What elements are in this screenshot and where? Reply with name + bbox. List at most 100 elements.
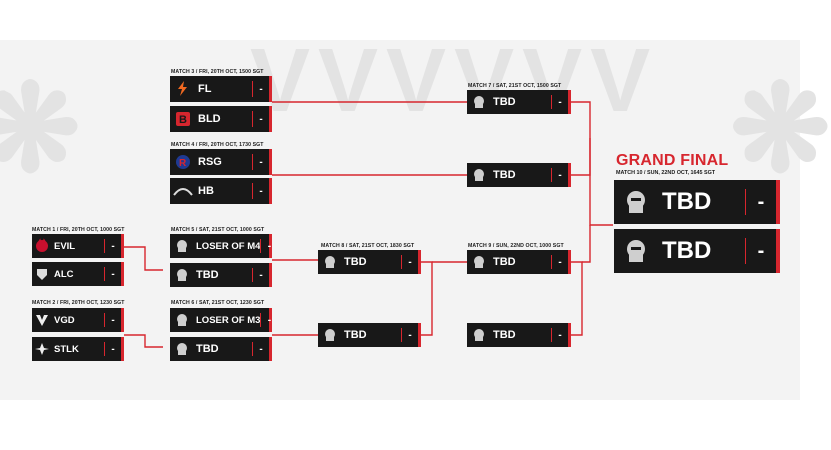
match-1-label: MATCH 1 / FRI, 20TH OCT, 1000 SGT [32,227,125,233]
svg-text:R: R [179,158,187,169]
match-1-team-evil[interactable]: EVIL - [32,234,124,258]
grand-final-title: GRAND FINAL [616,152,729,169]
match-4-label: MATCH 4 / FRI, 20TH OCT, 1730 SGT [171,142,264,148]
team-score: - [259,343,263,355]
match-5-team-tbd[interactable]: TBD - [170,263,272,287]
bld-b-icon: B [170,106,196,132]
match-9-team-tbd-b[interactable]: TBD - [467,323,571,347]
match-4-team-rsg[interactable]: R RSG - [170,149,272,175]
mpl-helmet-icon [467,163,491,187]
alc-shield-icon [32,262,52,286]
team-name: EVIL [54,240,76,252]
match-2-label: MATCH 2 / FRI, 20TH OCT, 1230 SGT [32,300,125,306]
match-2-team-stlk[interactable]: STLK - [32,337,124,361]
match-8-label: MATCH 8 / SAT, 21ST OCT, 1830 SGT [321,243,415,249]
grand-final-label: MATCH 10 / SUN, 22ND OCT, 1645 SGT [616,170,716,176]
bracket-connectors [124,101,613,348]
divider [260,312,262,328]
match-1-team-alc[interactable]: ALC - [32,262,124,286]
divider [252,182,253,200]
mpl-helmet-icon [318,323,342,347]
match-8-team-tbd-a[interactable]: TBD - [318,250,421,274]
team-name: LOSER OF M4 [196,240,261,252]
connector-gf [589,138,613,226]
mpl-helmet-icon [614,180,658,224]
divider [551,254,552,270]
mpl-helmet-icon [170,337,194,361]
svg-text:B: B [179,114,187,126]
match-6-team-tbd[interactable]: TBD - [170,337,272,361]
match-7-label: MATCH 7 / SAT, 21ST OCT, 1500 SGT [468,83,562,89]
divider [401,254,402,270]
team-score: - [267,314,272,326]
match-7-team-tbd-a[interactable]: TBD - [467,90,571,114]
team-score: - [558,96,562,108]
connector-m9-m9b [571,261,583,336]
team-score: - [259,83,263,95]
mpl-helmet-icon [467,250,491,274]
team-name: TBD [196,269,219,281]
mpl-helmet-icon [614,229,658,273]
match-4-team-hb[interactable]: HB - [170,178,272,204]
vgd-v-icon [32,308,52,332]
team-name: TBD [662,237,712,264]
team-name: TBD [344,256,367,268]
match-5-team-loser-m4[interactable]: LOSER OF M4 - [170,234,272,258]
stlk-star-icon [32,337,52,361]
team-name: LOSER OF M3 [196,314,261,326]
mpl-helmet-icon [467,90,491,114]
grand-final-team-a[interactable]: TBD - [614,180,780,224]
team-score: - [111,268,115,280]
team-name: HB [198,185,214,197]
match-3-label: MATCH 3 / FRI, 20TH OCT, 1500 SGT [171,69,264,75]
divider [260,238,262,254]
divider [104,312,105,328]
divider [551,167,552,183]
match-7-team-tbd-b[interactable]: TBD - [467,163,571,187]
mpl-helmet-icon [318,250,342,274]
match-6-team-loser-m3[interactable]: LOSER OF M3 - [170,308,272,332]
team-score: - [757,239,765,262]
divider [551,94,552,110]
divider [252,341,253,357]
lion-watermark-right: ❋ [730,62,831,196]
match-6-label: MATCH 6 / SAT, 21ST OCT, 1230 SGT [171,300,265,306]
mpl-wordmark-watermark: VVVVVV [250,31,659,131]
team-score: - [408,256,412,268]
team-name: TBD [344,329,367,341]
lion-watermark-left: ❋ [0,62,81,196]
match-3-team-bld[interactable]: B BLD - [170,106,272,132]
team-score: - [111,314,115,326]
divider [745,188,746,216]
match-9-team-tbd-a[interactable]: TBD - [467,250,571,274]
match-3-team-fl[interactable]: FL - [170,76,272,102]
connector-m2-m6 [124,334,163,348]
connector-m8-m9 [421,261,433,336]
team-name: TBD [493,329,516,341]
divider [252,267,253,283]
team-score: - [259,156,263,168]
team-name: TBD [493,96,516,108]
divider [104,341,105,357]
team-score: - [259,185,263,197]
team-score: - [558,329,562,341]
divider [104,238,105,254]
evil-devil-icon [32,234,52,258]
team-name: STLK [54,343,79,355]
match-9-label: MATCH 9 / SUN, 22ND OCT, 1000 SGT [468,243,564,249]
divider [252,110,253,128]
team-score: - [259,113,263,125]
team-score: - [757,190,765,213]
connector-m1-m5 [124,246,163,271]
divider [551,327,552,343]
match-5-label: MATCH 5 / SAT, 21ST OCT, 1000 SGT [171,227,265,233]
match-2-team-vgd[interactable]: VGD - [32,308,124,332]
mpl-helmet-icon [170,234,194,258]
grand-final-team-b[interactable]: TBD - [614,229,780,273]
connector-m7-gf [571,101,591,176]
mpl-helmet-icon [170,308,194,332]
match-8-team-tbd-b[interactable]: TBD - [318,323,421,347]
divider [252,153,253,171]
team-name: TBD [493,169,516,181]
divider [745,237,746,265]
